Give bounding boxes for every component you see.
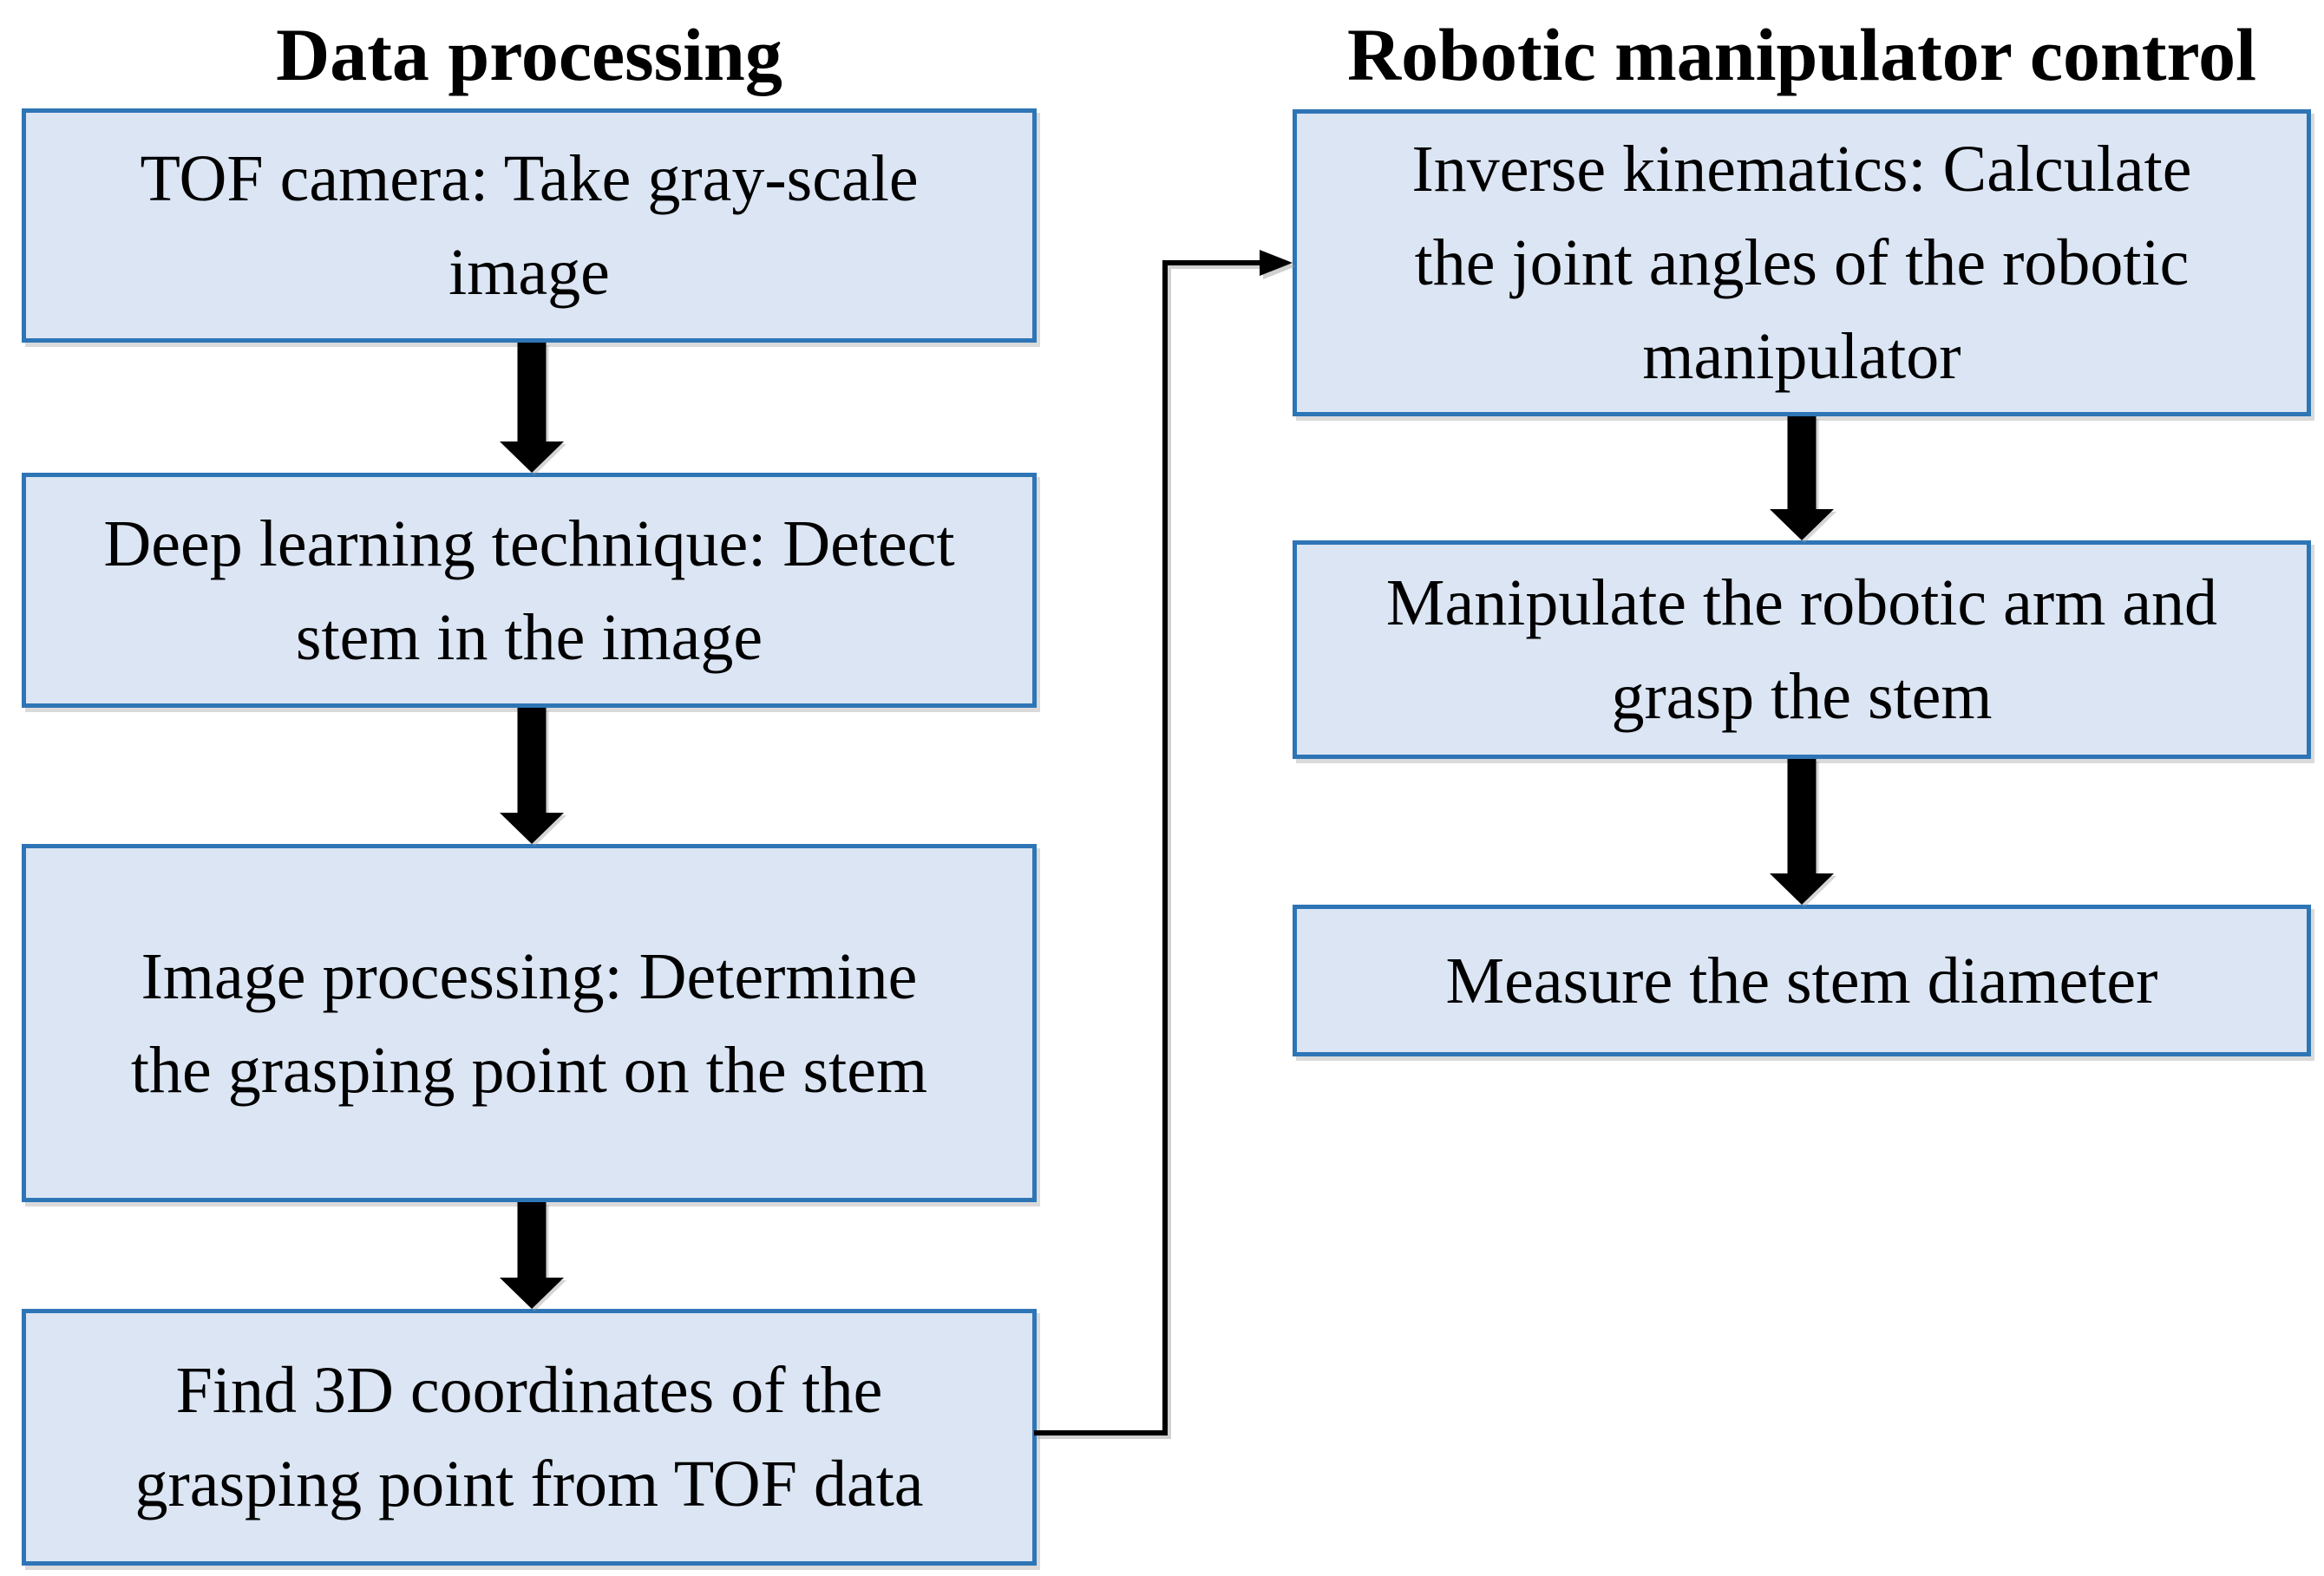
box-text-line: grasping point from TOF data	[134, 1448, 924, 1520]
connector-segment-vertical	[1162, 260, 1168, 1435]
box-text-line: the joint angles of the robotic	[1414, 226, 2190, 299]
section-title-data-processing: Data processing	[276, 13, 782, 96]
flow-box-find-3d-coordinates: Find 3D coordinates of the grasping poin…	[22, 1309, 1037, 1566]
arrow-head-down-icon	[500, 813, 564, 844]
arrow-head-down-icon	[1770, 509, 1834, 540]
box-text-line: grasp the stem	[1611, 660, 1993, 733]
box-text-line: stem in the image	[295, 600, 763, 674]
flow-box-deep-learning: Deep learning technique: Detect stem in …	[22, 473, 1037, 708]
arrow-shaft	[517, 343, 547, 442]
box-text-line: Inverse kinematics: Calculate	[1411, 133, 2192, 206]
arrow-shaft	[517, 708, 547, 814]
flow-box-manipulate-arm: Manipulate the robotic arm and grasp the…	[1293, 540, 2311, 759]
arrow-shaft	[1787, 759, 1817, 874]
arrow-image-processing-to-find-3d-icon	[493, 1202, 571, 1309]
box-text-line: Find 3D coordinates of the	[175, 1354, 883, 1427]
box-text-line: Deep learning technique: Detect	[103, 507, 955, 580]
arrow-shaft	[1787, 416, 1817, 510]
connector-segment-horizontal-bottom	[1034, 1430, 1168, 1435]
section-title-robotic-manipulator-control: Robotic manipulator control	[1347, 13, 2256, 96]
flow-box-measure-diameter: Measure the stem diameter	[1293, 905, 2311, 1056]
arrow-tof-to-deep-learning-icon	[493, 343, 571, 473]
box-text-line: manipulator	[1642, 320, 1961, 393]
box-text-line: Image processing: Determine	[141, 939, 918, 1013]
arrow-head-down-icon	[500, 1278, 564, 1309]
box-text-line: image	[448, 236, 610, 309]
arrow-head-right-icon	[1260, 250, 1293, 276]
flow-box-tof-camera: TOF camera: Take gray-scale image	[22, 108, 1037, 343]
box-text-line: the grasping point on the stem	[130, 1033, 928, 1107]
flow-box-image-processing: Image processing: Determine the grasping…	[22, 844, 1037, 1202]
arrow-head-down-icon	[1770, 873, 1834, 905]
arrow-shaft	[517, 1202, 547, 1278]
box-text-line: Manipulate the robotic arm and	[1385, 566, 2218, 639]
flow-box-inverse-kinematics: Inverse kinematics: Calculate the joint …	[1293, 109, 2311, 416]
arrow-head-down-icon	[500, 441, 564, 473]
arrow-deep-learning-to-image-processing-icon	[493, 708, 571, 844]
connector-segment-horizontal-top	[1162, 260, 1261, 265]
box-text-line: TOF camera: Take gray-scale	[140, 142, 919, 215]
arrow-inverse-kinematics-to-manipulate-icon	[1763, 416, 1841, 540]
arrow-manipulate-to-measure-icon	[1763, 759, 1841, 905]
box-text-line: Measure the stem diameter	[1445, 944, 2158, 1017]
